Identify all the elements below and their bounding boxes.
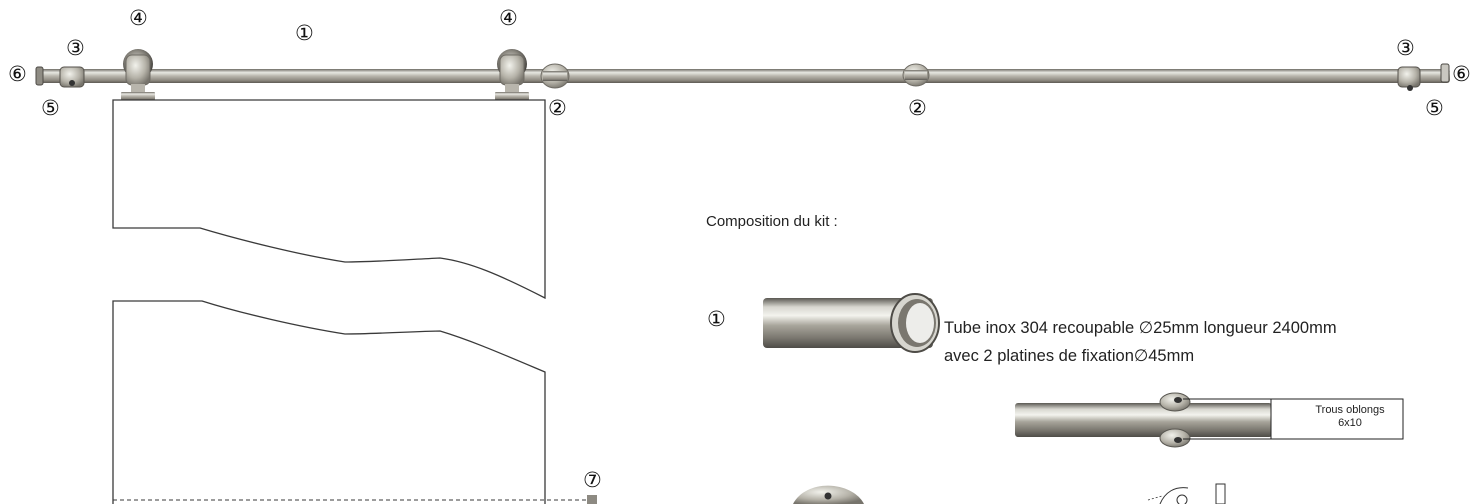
end-stop-left <box>59 66 85 88</box>
kit-item-1-number: ① <box>707 307 726 331</box>
callout-tube: ① <box>295 21 314 45</box>
wall-bracket-1 <box>540 63 570 89</box>
callout-end-stop-left: ③ <box>66 36 85 60</box>
end-stop-right <box>1397 66 1421 91</box>
callout-wall-bracket-2: ② <box>908 96 927 120</box>
callout-stop-screw-right: ⑤ <box>1425 96 1444 120</box>
hole-label: Trous oblongs 6x10 <box>1300 404 1400 430</box>
callout-end-cap-left: ⑥ <box>8 62 27 86</box>
door-panel-lower <box>112 300 546 504</box>
callout-end-stop-right: ③ <box>1396 36 1415 60</box>
callout-roller-left: ④ <box>129 6 148 30</box>
end-cap-right <box>1440 63 1450 83</box>
callout-end-cap-right: ⑥ <box>1452 62 1471 86</box>
door-panel-upper <box>112 99 546 300</box>
tube-detail-image <box>763 293 940 353</box>
roller-left <box>121 49 155 100</box>
callout-roller-right: ④ <box>499 6 518 30</box>
kit-composition-title: Composition du kit : <box>706 213 838 230</box>
callout-floor-guide: ⑦ <box>583 468 602 492</box>
rail-tube <box>40 69 1450 83</box>
roller-drawing <box>1147 483 1226 504</box>
wall-bracket-2 <box>902 63 930 87</box>
hole-label-box <box>1270 398 1404 440</box>
hole-label-line2: 6x10 <box>1338 417 1362 429</box>
bracket-detail-image <box>1015 392 1272 448</box>
kit-item-1-description-line2: avec 2 platines de fixation∅45mm <box>944 347 1195 365</box>
end-cap-left <box>35 66 44 86</box>
callout-stop-screw-left: ⑤ <box>41 96 60 120</box>
roller-right <box>495 49 529 100</box>
hole-label-line1: Trous oblongs <box>1315 404 1385 416</box>
kit-item-1-description-line1: Tube inox 304 recoupable ∅25mm longueur … <box>944 319 1337 337</box>
callout-wall-bracket-1: ② <box>548 96 567 120</box>
floor-guide <box>587 495 597 504</box>
mounting-plate-image <box>793 485 864 504</box>
